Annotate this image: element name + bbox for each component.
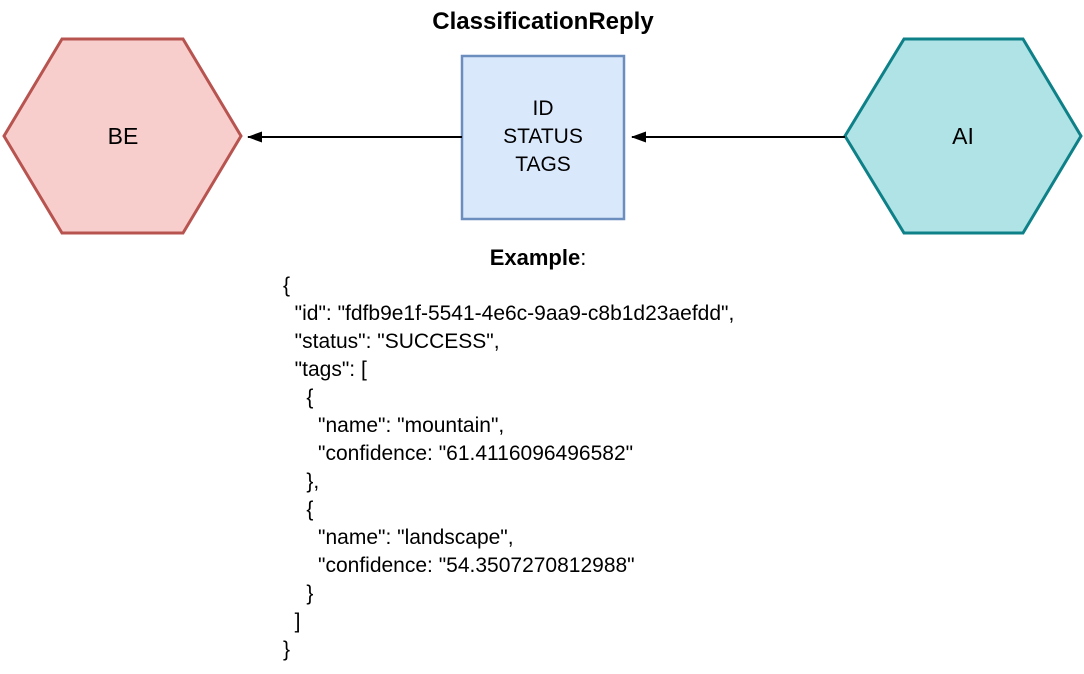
be-hexagon-label: BE (107, 123, 139, 149)
example-json-code: { "id": "fdfb9e1f-5541-4e6c-9aa9-c8b1d23… (283, 274, 735, 661)
example-heading-colon: : (580, 245, 587, 270)
reply-fields-label: ID STATUS TAGS (503, 97, 583, 176)
diagram-title: ClassificationReply (432, 8, 654, 35)
classification-reply-box (460, 54, 626, 221)
be-hexagon (2, 37, 243, 235)
example-heading: Example: (338, 245, 738, 271)
example-heading-word: Example (489, 245, 581, 270)
ai-hexagon (843, 37, 1083, 235)
ai-hexagon-label: AI (952, 123, 974, 149)
